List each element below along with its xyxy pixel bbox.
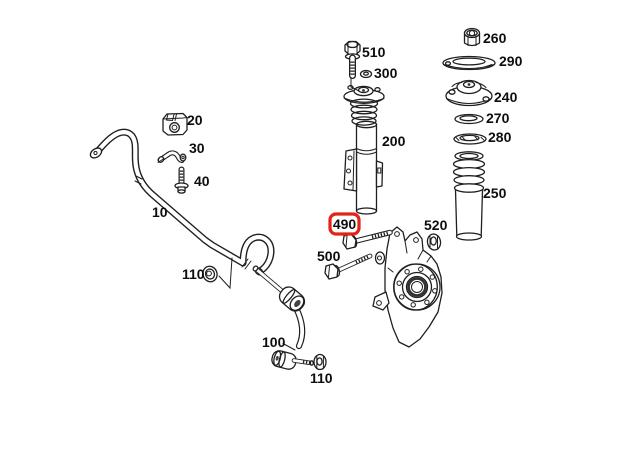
- plate-290-drawing: [442, 55, 496, 71]
- part-label-290[interactable]: 290: [499, 53, 523, 69]
- steering-knuckle-group: [372, 226, 443, 348]
- part-label-300[interactable]: 300: [374, 65, 398, 81]
- part-label-100[interactable]: 100: [262, 334, 286, 350]
- link-nut-lower-group: 110: [310, 353, 333, 386]
- link-nut-upper-group: 110: [182, 257, 233, 290]
- strut-drawing: [343, 76, 385, 215]
- mount-240-drawing: [445, 79, 493, 107]
- stabilizer-bar-drawing: [89, 128, 275, 276]
- part-label-20[interactable]: 20: [187, 112, 203, 128]
- stabilizer-link-group: 100: [252, 265, 314, 370]
- nut-520-drawing: [426, 233, 442, 251]
- bolt-510-drawing: [344, 40, 361, 79]
- nut-260-drawing: [463, 27, 481, 47]
- spring-plate-group: 290: [442, 53, 523, 71]
- part-label-260[interactable]: 260: [483, 30, 507, 46]
- dust-boot-group: 250: [452, 151, 507, 241]
- part-label-500[interactable]: 500: [317, 248, 341, 264]
- strut-nut-group: 300: [359, 65, 398, 81]
- part-label-490[interactable]: 490: [333, 216, 357, 232]
- bracket-drawing: [157, 150, 187, 163]
- bolt-490-drawing: [342, 229, 393, 250]
- part-label-250[interactable]: 250: [483, 185, 507, 201]
- washer-270-drawing: [454, 113, 484, 125]
- stabilizer-bushing-group: 20: [162, 112, 203, 136]
- highlight-box-490: [328, 212, 361, 236]
- bushing-drawing: [162, 112, 188, 136]
- bolt-500-drawing: [324, 253, 373, 280]
- nut-300-drawing: [359, 69, 373, 79]
- part-label-280[interactable]: 280: [488, 129, 512, 145]
- part-label-30[interactable]: 30: [189, 140, 205, 156]
- part-label-510[interactable]: 510: [362, 44, 386, 60]
- knuckle-bolt-500-group: 500: [317, 248, 373, 280]
- stabilizer-bracket-group: 30: [157, 140, 205, 163]
- knuckle-nut-520-group: 520: [424, 217, 448, 251]
- strut-bolt-group: 510: [344, 40, 386, 79]
- part-label-270[interactable]: 270: [486, 110, 510, 126]
- washer-280-group: 280: [453, 129, 512, 145]
- part-label-240[interactable]: 240: [494, 89, 518, 105]
- boot-250-drawing: [452, 151, 486, 241]
- washer-280-drawing: [453, 133, 487, 145]
- part-label-110-lower[interactable]: 110: [310, 370, 333, 386]
- strut-group: 200: [343, 76, 406, 215]
- part-label-10[interactable]: 10: [152, 204, 168, 220]
- part-label-200[interactable]: 200: [382, 133, 406, 149]
- link-drawing: [252, 265, 314, 370]
- bolt-40-drawing: [174, 166, 189, 194]
- knuckle-bolt-490-group: 490: [328, 212, 393, 250]
- nut-110a-drawing: [202, 257, 233, 290]
- part-label-40[interactable]: 40: [194, 173, 210, 189]
- bracket-bolt-group: 40: [174, 166, 210, 194]
- knuckle-drawing: [372, 226, 443, 348]
- nut-110b-drawing: [313, 353, 327, 371]
- part-label-520[interactable]: 520: [424, 217, 448, 233]
- stabilizer-bar-group: 10: [89, 128, 275, 276]
- washer-270-group: 270: [454, 110, 510, 126]
- part-label-110-upper[interactable]: 110: [182, 266, 205, 282]
- strut-mount-group: 240: [445, 79, 518, 107]
- top-nut-group: 260: [463, 27, 507, 47]
